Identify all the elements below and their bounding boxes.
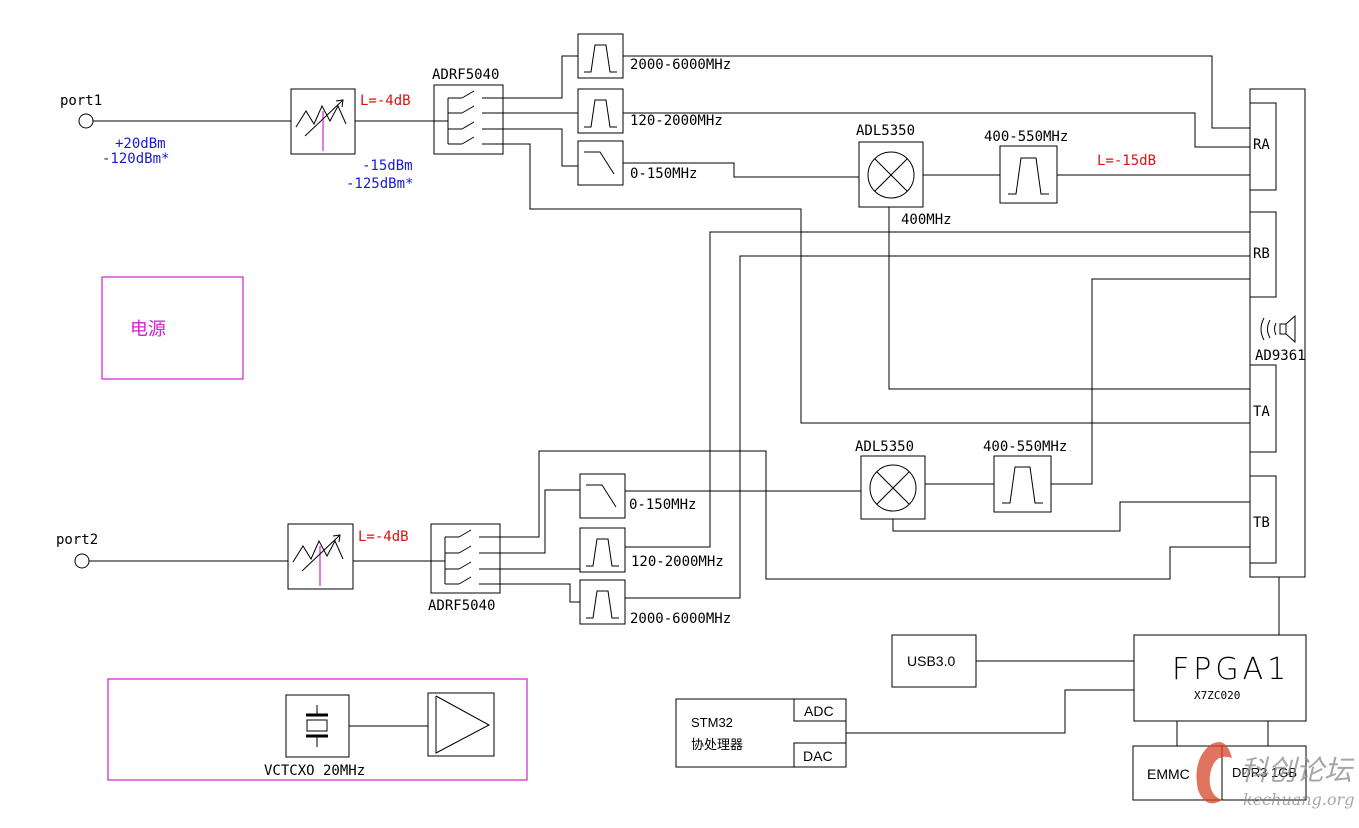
emmc-label: EMMC — [1147, 766, 1190, 782]
ta-label: TA — [1253, 404, 1270, 420]
watermark-cn: 科创论坛 — [1240, 754, 1355, 787]
filter-1c — [577, 140, 624, 186]
filter-2b — [579, 527, 626, 573]
coprocessor-label: 协处理器 — [691, 737, 743, 752]
port2-label: port2 — [56, 532, 98, 548]
oscillator-block: VCTCXO 20MHz — [107, 678, 528, 781]
if-filter-2 — [993, 455, 1052, 513]
fpga-title: FPGA1 — [1172, 652, 1290, 687]
usb-block: USB3.0 — [891, 634, 977, 688]
if-filter-1-label: 400-550MHz — [984, 129, 1068, 145]
filter-1a-label: 2000-6000MHz — [630, 57, 731, 73]
filter-2c — [579, 579, 626, 625]
stm32-block: ADC DAC STM32 协处理器 — [675, 698, 847, 768]
switch-1-label: ADRF5040 — [432, 67, 499, 83]
attenuator-1-min-level: -125dBm* — [346, 176, 413, 192]
vctcxo-label: VCTCXO 20MHz — [264, 763, 365, 779]
attenuator-2 — [287, 523, 354, 590]
filter-2a — [579, 473, 626, 519]
mixer-1-lo-label: 400MHz — [901, 212, 952, 228]
if-filter-1 — [999, 145, 1058, 204]
fpga-part: X7ZC020 — [1194, 689, 1240, 702]
tb-port — [1249, 475, 1277, 564]
ddr-label: DDR3 1GB — [1232, 765, 1297, 780]
watermark-url: kechuang.org — [1243, 790, 1354, 809]
ad9361-label: AD9361 — [1255, 348, 1306, 364]
port2-connector — [74, 553, 90, 569]
mixer-1-label: ADL5350 — [856, 123, 915, 139]
mixer-2 — [860, 455, 926, 520]
power-block: 电源 — [101, 276, 244, 380]
mixer-2-label: ADL5350 — [855, 439, 914, 455]
mixer-1 — [858, 141, 924, 208]
ddr-block: DDR3 1GB — [1221, 745, 1307, 801]
if-filter-2-label: 400-550MHz — [983, 439, 1067, 455]
filter-2a-label: 0-150MHz — [629, 497, 696, 513]
dac-label: DAC — [803, 748, 833, 764]
port1-connector — [78, 113, 94, 129]
tb-label: TB — [1253, 515, 1270, 531]
filter-1b — [577, 88, 624, 134]
speaker-icon — [1260, 314, 1296, 344]
ra-label: RA — [1253, 137, 1270, 153]
watermark: 科创论坛 kechuang.org — [1196, 741, 1355, 809]
attenuator-1-max-level: -15dBm — [362, 158, 413, 174]
port1-label: port1 — [60, 93, 102, 109]
filter-2b-label: 120-2000MHz — [631, 554, 724, 570]
if-filter-1-loss: L=-15dB — [1097, 153, 1156, 169]
ra-port — [1249, 102, 1277, 191]
attenuator-1 — [290, 88, 356, 155]
port2-chain: port2 L=-4dB ADRF5040 — [56, 231, 1250, 627]
attenuator-2-loss: L=-4dB — [358, 529, 409, 545]
filter-1c-label: 0-150MHz — [630, 166, 697, 182]
filter-1a — [577, 33, 624, 79]
switch-2: ADRF5040 — [428, 523, 501, 614]
filter-2c-label: 2000-6000MHz — [630, 611, 731, 627]
rb-label: RB — [1253, 246, 1270, 262]
ta-port — [1249, 364, 1277, 453]
rb-port — [1249, 211, 1277, 298]
power-label: 电源 — [130, 319, 166, 339]
filter-1b-label: 120-2000MHz — [630, 113, 723, 129]
switch-2-label: ADRF5040 — [428, 598, 495, 614]
adc-label: ADC — [804, 703, 834, 719]
attenuator-1-loss: L=-4dB — [360, 93, 411, 109]
port1-chain: port1 +20dBm -120dBm* L=-4dB -15dBm -125… — [60, 33, 1250, 424]
port1-min-level: -120dBm* — [102, 151, 169, 167]
ad9361: RA RB TA TB AD9361 — [1249, 88, 1306, 635]
stm32-label: STM32 — [691, 715, 733, 730]
usb-label: USB3.0 — [907, 653, 955, 669]
switch-1: ADRF5040 — [432, 67, 504, 155]
port1-max-level: +20dBm — [115, 136, 166, 152]
fpga-block: FPGA1 X7ZC020 — [1133, 634, 1307, 722]
